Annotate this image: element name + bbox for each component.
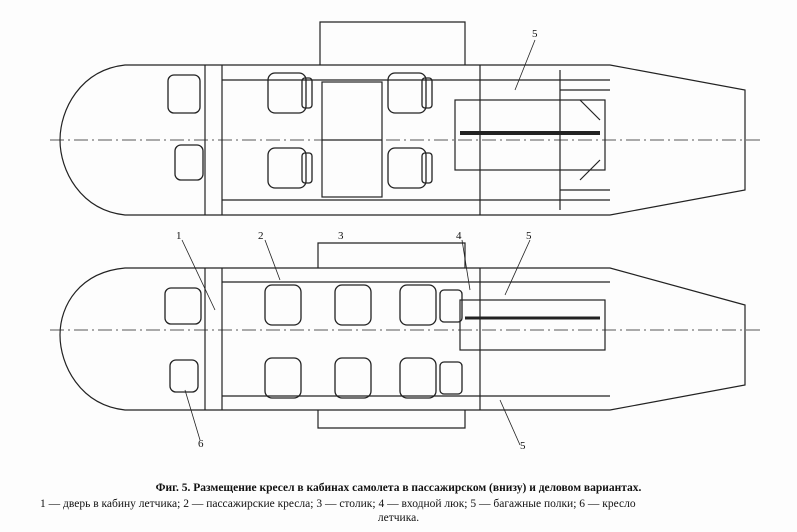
- callout-5-top: 5: [532, 28, 538, 40]
- passenger-layout-plan: [50, 242, 760, 429]
- upper-hump: [319, 21, 466, 65]
- seats-bottom: [164, 284, 463, 399]
- callout-1: 1: [176, 230, 182, 242]
- fuselage-outline-top: [59, 64, 746, 216]
- business-layout-plan: [50, 21, 760, 216]
- entry-hatch: [454, 99, 606, 171]
- callout-2: 2: [258, 230, 264, 242]
- callout-4: 4: [456, 230, 462, 242]
- callout-5-mid: 5: [526, 230, 532, 242]
- callout-6: 6: [198, 438, 204, 450]
- seats-top: [167, 72, 433, 189]
- callout-5-bottom: 5: [520, 440, 526, 452]
- caption-legend-end: летчика.: [377, 512, 420, 524]
- leader-lines: [181, 39, 536, 446]
- caption-title: Фиг. 5. Размещение кресел в кабинах само…: [155, 482, 642, 494]
- caption-legend: 1 — дверь в кабину летчика; 2 — пассажир…: [40, 498, 636, 510]
- fuselage-outline-bottom: [59, 267, 746, 411]
- callout-3: 3: [338, 230, 344, 242]
